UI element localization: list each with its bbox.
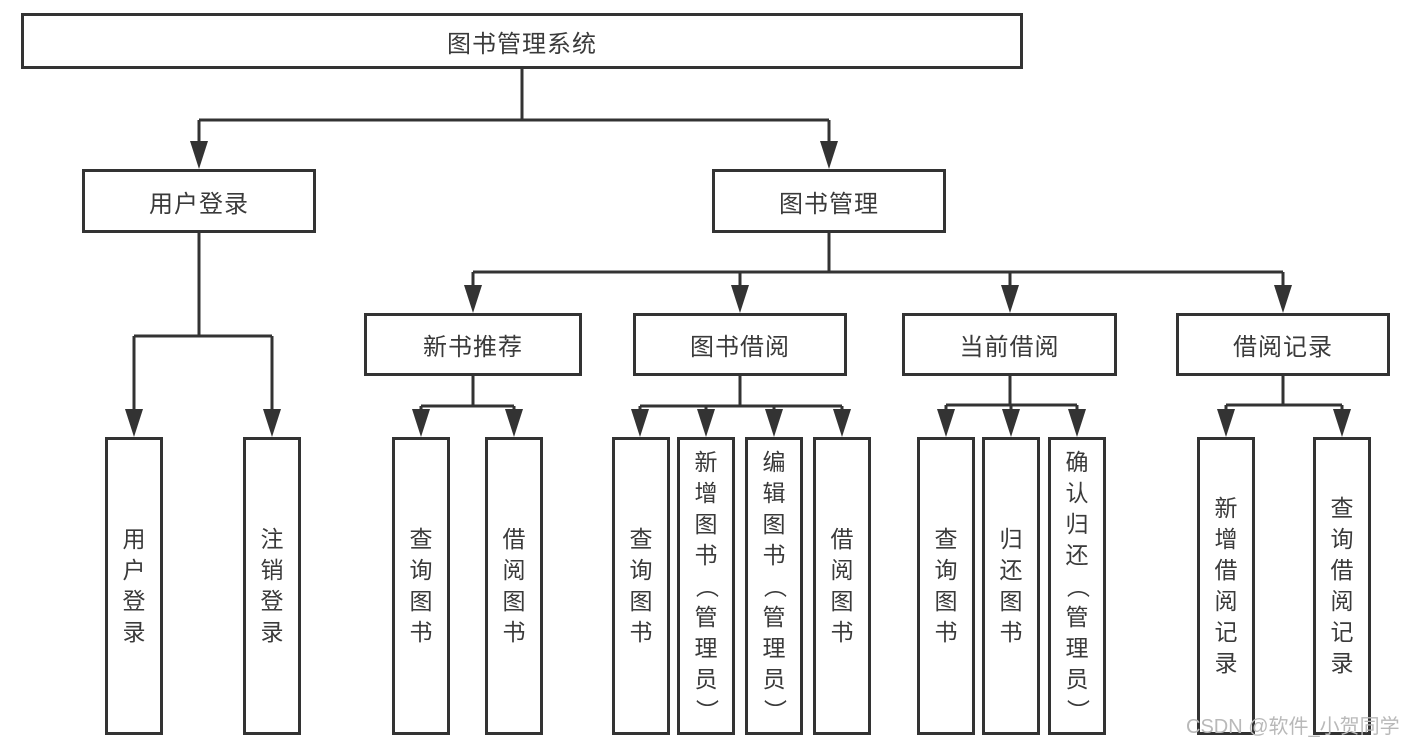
leaf-user-login: 用户登录 [105, 437, 163, 735]
leaf-query-books-current: 查询图书 [917, 437, 975, 735]
node-library-system-label: 图书管理系统 [447, 30, 597, 58]
leaf-confirm-return-admin: 确认归还（管理员） [1048, 437, 1106, 735]
leaf-add-books-admin: 新增图书（管理员） [677, 437, 735, 735]
node-book-borrowing: 图书借阅 [633, 313, 847, 376]
leaf-query-books-recommend-label: 查询图书 [409, 526, 433, 645]
leaf-borrow-books-recommend: 借阅图书 [485, 437, 543, 735]
csdn-watermark: CSDN @软件_小贺同学 [1186, 716, 1400, 738]
node-book-management-label: 图书管理 [779, 190, 879, 218]
leaf-logout: 注销登录 [243, 437, 301, 735]
leaf-user-login-label: 用户登录 [122, 526, 146, 645]
node-borrowing-records-label: 借阅记录 [1233, 334, 1333, 361]
leaf-query-books-current-label: 查询图书 [934, 526, 958, 645]
node-current-borrowing-label: 当前借阅 [959, 334, 1060, 361]
leaf-query-books-borrowing: 查询图书 [612, 437, 670, 735]
leaf-query-books-recommend: 查询图书 [392, 437, 450, 735]
node-current-borrowing: 当前借阅 [902, 313, 1117, 376]
leaf-return-books: 归还图书 [982, 437, 1040, 735]
leaf-add-books-admin-label: 新增图书（管理员） [693, 448, 720, 722]
leaf-return-books-label: 归还图书 [999, 526, 1023, 645]
leaf-edit-books-admin: 编辑图书（管理员） [745, 437, 803, 735]
node-new-book-recommend: 新书推荐 [364, 313, 582, 376]
leaf-borrow-books-borrowing: 借阅图书 [813, 437, 871, 735]
leaf-query-books-borrowing-label: 查询图书 [629, 526, 653, 645]
leaf-borrow-books-recommend-label: 借阅图书 [502, 526, 526, 645]
leaf-query-borrow-record-label: 查询借阅记录 [1330, 495, 1354, 676]
node-new-book-recommend-label: 新书推荐 [423, 334, 523, 361]
leaf-borrow-books-borrowing-label: 借阅图书 [830, 526, 854, 645]
node-book-management: 图书管理 [712, 169, 946, 233]
leaf-query-borrow-record: 查询借阅记录 [1313, 437, 1371, 735]
leaf-add-borrow-record-label: 新增借阅记录 [1214, 495, 1238, 676]
node-user-login-label: 用户登录 [149, 190, 249, 218]
node-book-borrowing-label: 图书借阅 [690, 334, 790, 361]
leaf-confirm-return-admin-label: 确认归还（管理员） [1064, 448, 1091, 722]
leaf-logout-label: 注销登录 [260, 526, 284, 645]
leaf-add-borrow-record: 新增借阅记录 [1197, 437, 1255, 735]
node-user-login: 用户登录 [82, 169, 316, 233]
node-borrowing-records: 借阅记录 [1176, 313, 1390, 376]
leaf-edit-books-admin-label: 编辑图书（管理员） [761, 448, 788, 722]
node-library-system: 图书管理系统 [21, 13, 1023, 69]
